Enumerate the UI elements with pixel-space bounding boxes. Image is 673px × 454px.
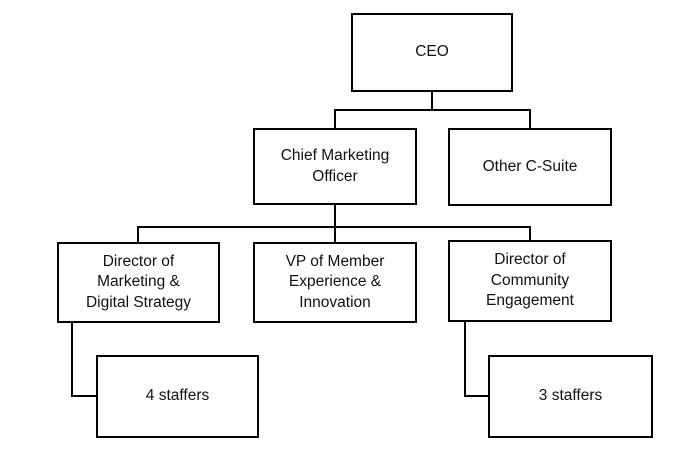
- node-chief-marketing-officer-label: Chief Marketing Officer: [280, 147, 390, 185]
- node-vp-member-experience-innovation: VP of Member Experience & Innovation: [253, 242, 417, 323]
- node-4-staffers-label: 4 staffers: [145, 387, 210, 405]
- node-director-marketing-digital-strategy: Director of Marketing & Digital Strategy: [57, 242, 220, 323]
- connector-level2-rail: [333, 108, 532, 129]
- connector-staffers-3: [463, 321, 489, 398]
- node-vp-member-experience-innovation-label: VP of Member Experience & Innovation: [285, 252, 385, 311]
- node-other-c-suite-label: Other C-Suite: [482, 157, 578, 175]
- node-director-community-engagement: Director of Community Engagement: [448, 240, 612, 322]
- node-ceo-label: CEO: [415, 43, 449, 61]
- connector-staffers-4: [70, 322, 97, 398]
- node-director-marketing-digital-strategy-label: Director of Marketing & Digital Strategy: [85, 252, 192, 311]
- node-3-staffers: 3 staffers: [488, 355, 653, 438]
- node-3-staffers-label: 3 staffers: [538, 387, 603, 405]
- node-4-staffers: 4 staffers: [96, 355, 259, 438]
- connector-level3-rail: [136, 225, 532, 243]
- node-ceo: CEO: [351, 13, 513, 92]
- node-director-community-engagement-label: Director of Community Engagement: [486, 251, 574, 310]
- node-other-c-suite: Other C-Suite: [448, 128, 612, 206]
- node-chief-marketing-officer: Chief Marketing Officer: [253, 128, 417, 205]
